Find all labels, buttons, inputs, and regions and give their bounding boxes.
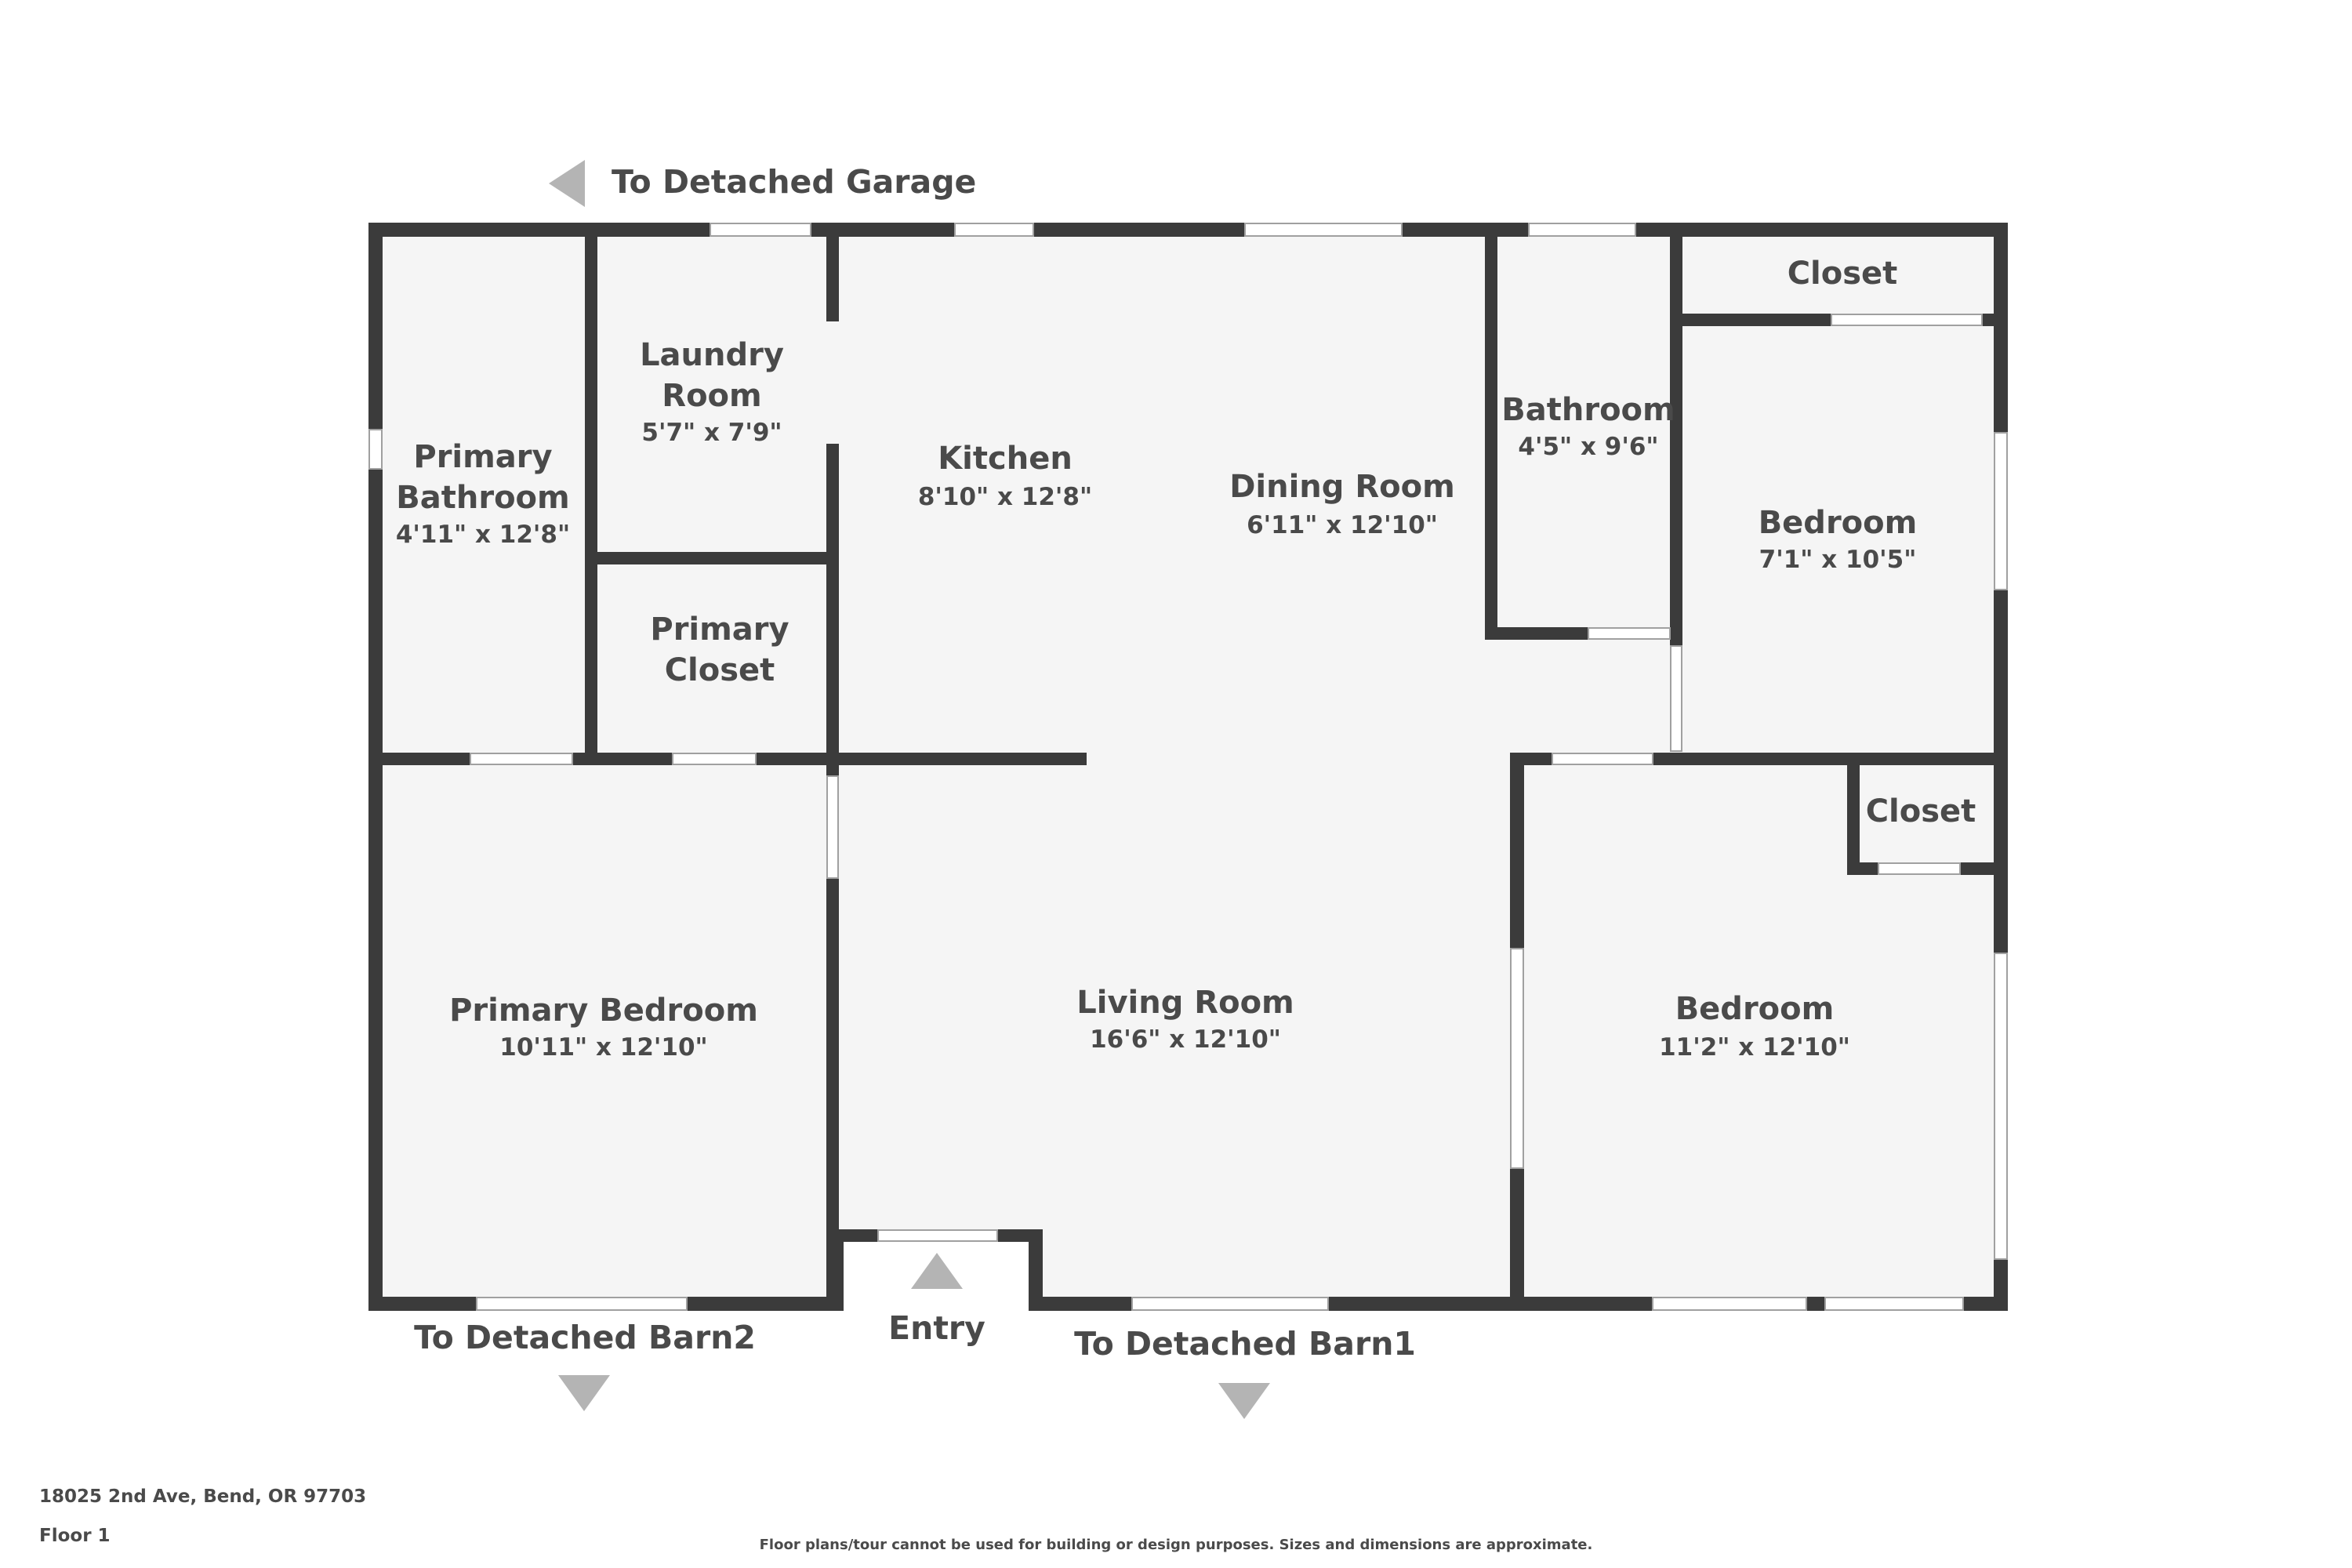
window — [476, 1297, 688, 1311]
room-name-primary-bedroom: Primary Bedroom — [449, 993, 758, 1029]
room-name-primary-bathroom-line2: Bathroom — [396, 480, 569, 516]
room-name-living-room: Living Room — [1076, 985, 1294, 1021]
entry-door — [877, 1229, 998, 1242]
door-opening — [826, 775, 839, 879]
room-dims-living-room: 16'6" x 12'10" — [1090, 1025, 1281, 1054]
door-opening — [1831, 314, 1983, 326]
floor-area — [372, 227, 2004, 1309]
door-opening — [1552, 753, 1653, 765]
room-dims-bathroom: 4'5" x 9'6" — [1518, 433, 1658, 461]
room-name-kitchen: Kitchen — [938, 441, 1073, 477]
window — [1528, 223, 1636, 237]
door-opening — [672, 753, 757, 765]
room-dims-dining-room: 6'11" x 12'10" — [1247, 511, 1438, 539]
arrow-left-icon — [549, 160, 585, 207]
window — [1994, 953, 2008, 1260]
door-opening — [470, 753, 573, 765]
room-name-dining-room: Dining Room — [1229, 469, 1455, 505]
nav-label-barn2: To Detached Barn2 — [414, 1319, 756, 1356]
windows — [368, 223, 2008, 1311]
window — [368, 429, 383, 470]
room-name-laundry-line1: Laundry — [640, 337, 784, 373]
room-dims-laundry: 5'7" x 7'9" — [641, 419, 782, 447]
door-opening — [1878, 862, 1961, 875]
door-opening — [1670, 645, 1682, 752]
window — [1652, 1297, 1807, 1311]
nav-label-entry: Entry — [888, 1309, 985, 1347]
window — [954, 223, 1034, 237]
room-name-bedroom-upper: Bedroom — [1759, 505, 1918, 541]
room-name-closet-top: Closet — [1788, 256, 1898, 292]
room-dims-kitchen: 8'10" x 12'8" — [918, 483, 1092, 511]
door-opening — [1588, 627, 1671, 640]
room-dims-bedroom-upper: 7'1" x 10'5" — [1759, 546, 1917, 574]
arrow-down-icon — [1218, 1383, 1270, 1419]
room-name-primary-bathroom-line1: Primary — [413, 439, 552, 475]
floor-label: Floor 1 — [39, 1526, 111, 1546]
room-dims-primary-bathroom: 4'11" x 12'8" — [396, 521, 570, 549]
exterior-wall-top — [368, 223, 2007, 237]
room-name-closet-lower: Closet — [1866, 793, 1976, 829]
window — [1131, 1297, 1329, 1311]
window — [1244, 223, 1403, 237]
address-label: 18025 2nd Ave, Bend, OR 97703 — [39, 1486, 367, 1507]
room-name-bedroom-lower: Bedroom — [1675, 991, 1835, 1027]
room-name-laundry-line2: Room — [662, 378, 761, 414]
room-name-bathroom: Bathroom — [1501, 392, 1675, 428]
room-name-primary-closet-line2: Closet — [665, 652, 775, 688]
window — [1994, 432, 2008, 590]
exterior-wall-left — [368, 223, 383, 1311]
room-dims-primary-bedroom: 10'11" x 12'10" — [499, 1033, 707, 1062]
arrow-down-icon — [558, 1375, 610, 1411]
window — [1824, 1297, 1964, 1311]
nav-label-barn1: To Detached Barn1 — [1074, 1325, 1416, 1363]
nav-label-garage: To Detached Garage — [612, 163, 976, 201]
disclaimer-text: Floor plans/tour cannot be used for buil… — [759, 1537, 1593, 1553]
window — [710, 223, 811, 237]
arrow-up-icon — [911, 1253, 963, 1289]
room-name-primary-closet-line1: Primary — [650, 612, 789, 648]
room-dims-bedroom-lower: 11'2" x 12'10" — [1659, 1033, 1850, 1062]
door-opening — [1510, 948, 1524, 1169]
